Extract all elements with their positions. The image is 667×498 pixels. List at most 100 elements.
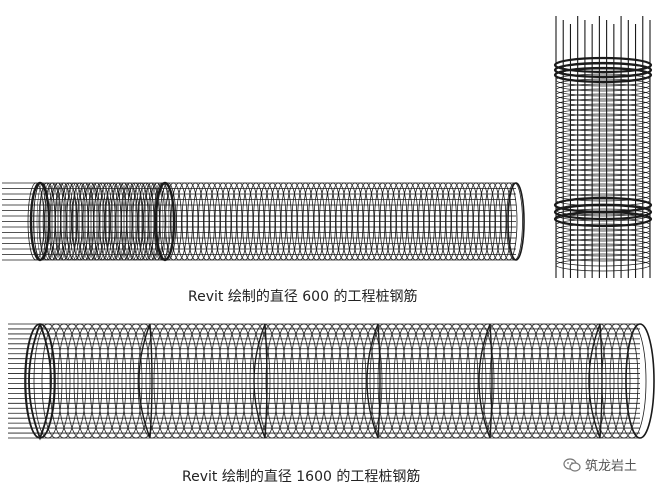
spiral-hoop	[555, 113, 651, 127]
spiral-hoop	[73, 323, 103, 439]
spiral-hoop	[233, 323, 263, 439]
spiral-hoop	[555, 93, 651, 107]
spiral-hoop	[297, 323, 327, 439]
spiral-hoop	[440, 182, 457, 261]
spiral-hoop	[481, 323, 511, 439]
spiral-hoop	[555, 248, 651, 262]
spiral-hoop	[555, 173, 651, 187]
dense-hoop	[156, 182, 170, 261]
spiral-hoop	[593, 323, 623, 439]
spiral-hoop	[313, 323, 343, 439]
spiral-hoop	[176, 182, 193, 261]
spiral-hoop	[265, 323, 295, 439]
spiral-hoop	[185, 323, 215, 439]
spiral-hoop	[81, 323, 111, 439]
watermark: 筑龙岩土	[563, 455, 637, 474]
dense-hoop	[153, 182, 167, 261]
spiral-hoop	[198, 182, 215, 261]
spiral-hoop	[169, 323, 199, 439]
spiral-hoop	[192, 182, 210, 261]
spiral-hoop	[457, 323, 487, 439]
spiral-hoop	[129, 323, 159, 439]
stiffener-ring	[366, 323, 381, 439]
spiral-hoop	[275, 182, 292, 261]
spiral-hoop	[231, 182, 248, 261]
spiral-hoop	[555, 238, 651, 252]
spiral-hoop	[65, 323, 95, 439]
spiral-hoop	[313, 182, 331, 261]
spiral-hoop	[165, 182, 182, 261]
spiral-hoop	[418, 182, 435, 261]
spiral-hoop	[555, 208, 651, 222]
spiral-hoop	[555, 183, 651, 197]
spiral-hoop	[569, 323, 599, 439]
spiral-hoop	[99, 182, 116, 261]
spiral-hoop	[555, 108, 651, 122]
spiral-hoop	[330, 182, 347, 261]
spiral-hoop	[434, 182, 452, 261]
spiral-hoop	[247, 182, 265, 261]
spiral-hoop	[561, 323, 591, 439]
stiffener-ring	[154, 181, 176, 262]
spiral-hoop	[217, 323, 247, 439]
spiral-hoop	[346, 182, 364, 261]
stiffener-ring	[138, 323, 153, 439]
spiral-hoop	[345, 323, 375, 439]
stiffener-ring	[588, 323, 603, 439]
spiral-hoop	[521, 323, 551, 439]
spiral-hoop	[555, 83, 651, 97]
spiral-hoop	[353, 323, 383, 439]
spiral-hoop	[137, 323, 167, 439]
spiral-hoop	[66, 182, 83, 261]
spiral-hoop	[409, 323, 439, 439]
caption-1600: Revit 绘制的直径 1600 的工程桩钢筋	[182, 469, 421, 485]
stiffener-ring	[553, 210, 653, 228]
spiral-hoop	[500, 182, 518, 261]
spiral-hoop	[433, 323, 463, 439]
spiral-hoop	[497, 323, 527, 439]
spiral-hoop	[363, 182, 380, 261]
spiral-hoop	[273, 323, 303, 439]
stiffener-ring	[553, 61, 653, 79]
spiral-hoop	[495, 182, 512, 261]
spiral-hoop	[225, 182, 243, 261]
spiral-hoop	[352, 182, 369, 261]
spiral-hoop	[220, 182, 237, 261]
stiffener-ring	[553, 56, 653, 74]
spiral-hoop	[305, 323, 335, 439]
spiral-hoop	[121, 323, 151, 439]
spiral-hoop	[236, 182, 254, 261]
spiral-hoop	[555, 73, 651, 87]
watermark-text: 筑龙岩土	[585, 459, 638, 474]
spiral-hoop	[379, 182, 397, 261]
spiral-hoop	[113, 323, 143, 439]
spiral-hoop	[555, 258, 651, 272]
stiffener-ring	[553, 66, 653, 84]
spiral-hoop	[545, 323, 575, 439]
spiral-hoop	[555, 88, 651, 102]
spiral-hoop	[555, 223, 651, 237]
spiral-hoop	[401, 323, 431, 439]
spiral-hoop	[280, 182, 298, 261]
spiral-hoop	[170, 182, 188, 261]
spiral-hoop	[555, 98, 651, 112]
spiral-hoop	[484, 182, 501, 261]
spiral-hoop	[289, 323, 319, 439]
spiral-hoop	[529, 323, 559, 439]
spiral-hoop	[49, 323, 79, 439]
stiffener-ring	[253, 323, 268, 439]
spiral-hoop	[467, 182, 485, 261]
spiral-hoop	[555, 103, 651, 117]
spiral-hoop	[361, 323, 391, 439]
spiral-hoop	[153, 323, 183, 439]
spiral-hoop	[335, 182, 353, 261]
spiral-hoop	[105, 323, 135, 439]
spiral-hoop	[319, 182, 336, 261]
spiral-hoop	[302, 182, 320, 261]
spiral-hoop	[555, 228, 651, 242]
spiral-hoop	[425, 323, 455, 439]
dense-hoop	[147, 182, 161, 261]
spiral-hoop	[577, 323, 607, 439]
spiral-hoop	[505, 323, 535, 439]
spiral-hoop	[291, 182, 309, 261]
